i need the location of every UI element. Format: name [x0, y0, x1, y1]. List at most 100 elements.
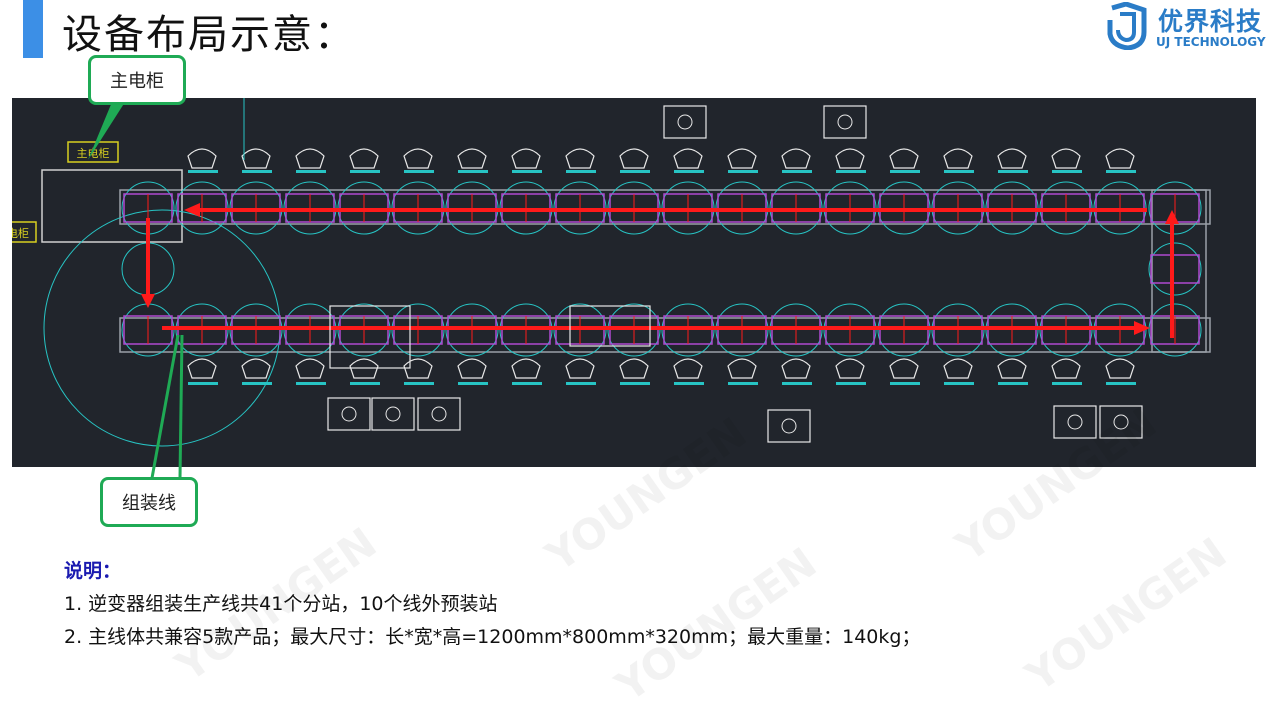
equipment-block: [569, 305, 651, 347]
preassembly-fixture: [677, 114, 693, 130]
station-tag: [620, 382, 650, 385]
robot-icon: [1105, 148, 1135, 169]
station-tag: [242, 382, 272, 385]
robot-icon: [1105, 358, 1135, 379]
station-tag: [296, 170, 326, 173]
top-conveyor: [119, 189, 1211, 225]
station-tag: [404, 382, 434, 385]
station-circle: [1148, 303, 1202, 357]
robot-icon: [619, 148, 649, 169]
robot-icon: [349, 358, 379, 379]
note-item-2: 2. 主线体共兼容5款产品；最大尺寸：长*宽*高=1200mm*800mm*32…: [64, 626, 921, 648]
preassembly-fixture: [837, 114, 853, 130]
robot-icon: [673, 358, 703, 379]
preassembly-fixture: [385, 406, 401, 422]
station-tag: [782, 170, 812, 173]
callout-assembly-line: 组装线: [100, 477, 198, 527]
robot-icon: [997, 358, 1027, 379]
robot-icon: [403, 358, 433, 379]
station-tag: [998, 382, 1028, 385]
station-tag: [674, 170, 704, 173]
robot-icon: [187, 358, 217, 379]
main-cabinet-frame: [41, 169, 183, 243]
watermark: YOUNGEN: [1016, 527, 1236, 702]
robot-icon: [403, 148, 433, 169]
robot-icon: [295, 148, 325, 169]
station-tag: [566, 170, 596, 173]
preassembly-fixture: [431, 406, 447, 422]
robot-icon: [241, 148, 271, 169]
preassembly-station: [417, 397, 461, 431]
robot-icon: [457, 358, 487, 379]
station-tag: [728, 170, 758, 173]
robot-icon: [673, 148, 703, 169]
robot-icon: [889, 148, 919, 169]
layout-svg: 主电柜 电柜: [1, 98, 1211, 447]
robot-icon: [619, 358, 649, 379]
station-tag: [512, 170, 542, 173]
page-title: 设备布局示意：: [62, 12, 356, 58]
station-tag: [350, 170, 380, 173]
arrow-head: [184, 203, 200, 217]
station-tag: [890, 170, 920, 173]
robot-icon: [349, 148, 379, 169]
station-tag: [296, 382, 326, 385]
note-item-1: 1. 逆变器组装生产线共41个分站，10个线外预装站: [64, 593, 498, 615]
robot-icon: [1051, 148, 1081, 169]
station-tag: [620, 170, 650, 173]
notes-section: 说明： 1. 逆变器组装生产线共41个分站，10个线外预装站 2. 主线体共兼容…: [64, 556, 920, 649]
station-tag: [728, 382, 758, 385]
company-logo: 优界科技 UJ TECHNOLOGY: [1104, 1, 1276, 52]
robot-icon: [781, 358, 811, 379]
robot-icon: [295, 358, 325, 379]
cabinet-label: 主电柜: [77, 147, 110, 160]
preassembly-station: [371, 397, 415, 431]
robot-icon: [511, 358, 541, 379]
robot-icon: [943, 148, 973, 169]
logo-text-en: UJ TECHNOLOGY: [1156, 35, 1266, 49]
station-tag: [512, 382, 542, 385]
preassembly-fixture: [341, 406, 357, 422]
station-tag: [836, 382, 866, 385]
station-tag: [890, 382, 920, 385]
cad-layout-drawing: 主电柜 电柜: [1, 98, 1256, 467]
station-tag: [350, 382, 380, 385]
preassembly-fixture: [1067, 414, 1083, 430]
station-tag: [566, 382, 596, 385]
station-tag: [242, 170, 272, 173]
station-circle: [1148, 242, 1202, 296]
station-tag: [782, 382, 812, 385]
station-tag: [458, 382, 488, 385]
arrow-head: [1134, 321, 1150, 335]
station-tag: [188, 382, 218, 385]
notes-heading: 说明：: [64, 560, 122, 582]
preassembly-station: [663, 105, 707, 139]
robot-icon: [565, 148, 595, 169]
station-tag: [944, 382, 974, 385]
pallet: [1150, 254, 1200, 284]
arrow-head: [141, 294, 155, 308]
cabinet-label-partial: 电柜: [12, 227, 29, 240]
equipment-block: [329, 305, 411, 369]
station-tag: [1106, 382, 1136, 385]
robot-icon: [511, 148, 541, 169]
station-tag: [1106, 170, 1136, 173]
station-circle: [1148, 181, 1202, 235]
station-tag: [836, 170, 866, 173]
station-tag: [458, 170, 488, 173]
title-accent-bar: [23, 0, 43, 58]
station-tag: [404, 170, 434, 173]
robot-icon: [457, 148, 487, 169]
logo-icon: [1107, 1, 1147, 51]
station-tag: [998, 170, 1028, 173]
logo-text-cn: 优界科技: [1158, 7, 1263, 36]
robot-icon: [727, 148, 757, 169]
preassembly-station: [1099, 405, 1143, 439]
preassembly-fixture: [781, 418, 797, 434]
preassembly-station: [327, 397, 371, 431]
robot-icon: [889, 358, 919, 379]
preassembly-station: [767, 409, 811, 443]
station-tag: [674, 382, 704, 385]
robot-icon: [997, 148, 1027, 169]
robot-icon: [943, 358, 973, 379]
